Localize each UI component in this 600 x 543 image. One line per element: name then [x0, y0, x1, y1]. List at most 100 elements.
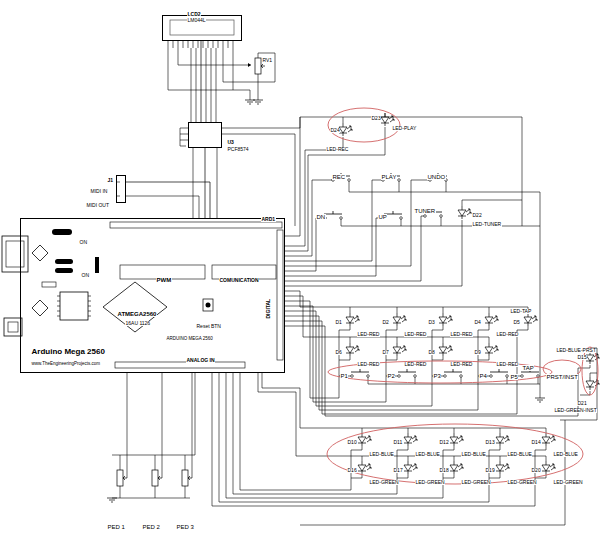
highlight-ellipse	[327, 424, 583, 484]
led-symbol	[542, 461, 555, 474]
part-label: LM044L	[187, 18, 206, 23]
text-slot: ATMEGA2560	[117, 303, 157, 319]
component-label: LED-REC	[326, 147, 349, 152]
ground-symbol	[535, 398, 545, 402]
led-symbol	[450, 461, 463, 474]
text-slot: P5	[510, 366, 518, 382]
text-slot: D7	[382, 341, 389, 357]
chip-pins	[57, 296, 91, 316]
text-slot: D11	[393, 431, 403, 447]
text-slot: D20	[531, 459, 541, 475]
component-label: D1	[335, 320, 342, 325]
part-label: PCF8574	[227, 147, 249, 152]
comm-frame	[212, 265, 276, 279]
highlight-ellipse	[328, 108, 400, 142]
part-label: J1	[107, 178, 114, 183]
component-label: LED-GREEN	[507, 480, 537, 485]
led-symbol	[404, 433, 417, 446]
component-label: RV1	[262, 58, 273, 63]
part-label: 16AU 1126	[125, 321, 151, 326]
component-label: P2	[387, 373, 395, 379]
text-slot: D22	[472, 204, 482, 220]
text-slot: TAP	[522, 357, 534, 373]
component-label: TUNER	[414, 208, 436, 214]
matrix-wires	[285, 291, 597, 420]
reset-button	[203, 299, 213, 311]
text-slot: LED-RED	[404, 353, 427, 369]
component-label: PED 3	[176, 524, 194, 530]
component-label: D20	[531, 468, 541, 473]
text-slot: LED-RED	[496, 323, 519, 339]
text-slot: D13	[485, 431, 495, 447]
component-label: LED-PLAY	[392, 126, 417, 131]
text-slot: LED-BLUE	[369, 443, 394, 459]
wire-connector	[126, 182, 210, 218]
text-slot: LCD2	[187, 3, 201, 19]
component-label: D4	[474, 320, 481, 325]
component-label: PED 2	[142, 524, 160, 530]
ground-symbol	[107, 498, 117, 502]
component-label: TAP	[522, 365, 534, 371]
midi-connector: J1MIDI INMIDI OUT	[116, 175, 126, 203]
component-label: D8	[428, 350, 435, 355]
part-label: www.TheEngineeringProjects.com	[31, 362, 101, 367]
text-slot: ANALOG IN	[186, 349, 215, 365]
part-label: COMUNICATION	[219, 278, 259, 283]
lcd-module: LCD2LM044L	[162, 15, 242, 41]
text-slot: D23	[371, 107, 381, 123]
text-slot: D6	[335, 341, 342, 357]
button-symbol	[351, 369, 370, 377]
component-label: D6	[335, 350, 342, 355]
text-slot: MIDI IN	[90, 180, 108, 196]
led-symbol	[346, 313, 359, 326]
component-label: D5	[513, 320, 520, 325]
component-label: P4	[479, 373, 487, 379]
text-slot: J1	[107, 169, 114, 185]
component-label: LED-GREEN-INST	[554, 408, 597, 413]
pedal-pot	[182, 470, 192, 486]
button-symbol	[444, 369, 463, 377]
part-label: MIDI IN	[90, 189, 108, 194]
text-slot: LED-BLUE	[507, 443, 532, 459]
text-slot: D9	[474, 341, 481, 357]
component-label: D24	[330, 128, 340, 133]
text-slot: PED 2	[142, 516, 160, 532]
text-slot: MIDI OUT	[86, 194, 110, 210]
component-label: LED-RED	[450, 362, 473, 367]
led-symbol	[358, 461, 371, 474]
part-label: MIDI OUT	[86, 203, 110, 208]
text-slot: PED 1	[107, 516, 125, 532]
part-label: PWM	[156, 277, 172, 283]
part-label: ARDUINO MEGA 2560	[166, 337, 213, 342]
led-symbol	[496, 433, 509, 446]
component-label: LED-RED	[357, 332, 380, 337]
top-header	[110, 222, 282, 228]
part-label: ATMEGA2560	[117, 311, 157, 317]
component-label: LED-GREEN	[415, 480, 445, 485]
button-symbol	[382, 173, 401, 181]
component-label: LED-GREEN	[461, 480, 491, 485]
component-label: LED-TAP	[510, 309, 532, 314]
wire-connector	[205, 148, 206, 218]
component-label: LED-BLUE-PRST	[556, 348, 596, 353]
component-label: LED-RED	[404, 362, 427, 367]
component-label: LED-RED	[357, 362, 380, 367]
text-slot: Reset BTN	[196, 315, 221, 331]
text-slot: LED-TAP	[510, 300, 532, 316]
pedal-wires	[112, 373, 195, 498]
text-slot: D24	[330, 119, 340, 135]
text-slot: PLAY	[381, 166, 397, 182]
text-slot: P4	[479, 365, 487, 381]
led-symbol	[496, 461, 509, 474]
component-label: P5	[510, 374, 518, 380]
text-slot: UNDO	[427, 166, 446, 182]
led-symbol	[358, 433, 371, 446]
component-label: D22	[472, 213, 482, 218]
text-slot: COMUNICATION	[219, 269, 259, 285]
wire-connector	[201, 41, 202, 122]
component-label: PLAY	[381, 174, 397, 180]
component-label: LED-GREEN	[553, 480, 583, 485]
